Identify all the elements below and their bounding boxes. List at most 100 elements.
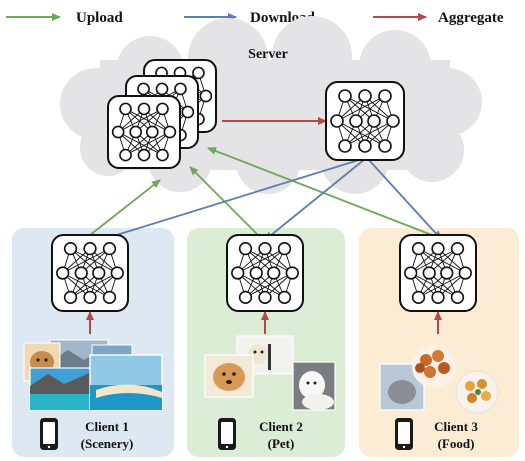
network-edge	[70, 272, 118, 298]
network-node	[277, 290, 292, 305]
network-node	[338, 139, 352, 153]
download-arrow-client-3	[367, 158, 442, 240]
client-3-domain: (Food)	[438, 436, 475, 451]
server-title: Server	[248, 47, 288, 62]
legend-upload: Upload	[6, 10, 123, 26]
dog-photo-icon	[292, 361, 336, 411]
network-node	[338, 89, 352, 103]
network-node	[411, 290, 426, 305]
network-node	[111, 125, 125, 139]
network-node	[450, 241, 465, 256]
network-node	[174, 82, 187, 96]
network-node	[145, 125, 159, 139]
client-2-domain: (Pet)	[268, 436, 295, 451]
scenery-photo-icon	[89, 354, 163, 411]
network-edge	[336, 120, 386, 147]
network-edge	[336, 95, 386, 122]
network-node	[56, 266, 70, 280]
network-node	[367, 114, 381, 128]
network-edge	[418, 248, 466, 274]
network-edge	[62, 272, 110, 298]
network-node	[102, 241, 117, 256]
network-node	[431, 290, 445, 305]
network-node	[119, 102, 132, 116]
client-1-label: Client 1 (Scenery)	[40, 418, 133, 451]
model-networks	[51, 59, 477, 312]
download-arrow-client-1	[93, 158, 363, 244]
network-node	[92, 266, 106, 280]
network-node	[231, 266, 245, 280]
smartphone-icon	[395, 418, 413, 450]
dog-photo-icon	[204, 354, 254, 398]
network-node	[458, 266, 472, 280]
network-node	[156, 102, 169, 116]
network-node	[192, 66, 205, 80]
server-global-model	[325, 81, 405, 161]
client-3-images	[379, 344, 499, 414]
scenery-photo-icon	[29, 367, 93, 411]
legend-aggregate-label: Aggregate	[438, 10, 504, 26]
network-edge	[62, 248, 110, 274]
smartphone-icon	[40, 418, 58, 450]
server-client-model-1	[107, 95, 181, 169]
network-node	[102, 290, 117, 305]
network-edge	[125, 131, 171, 156]
client-training-arrows	[86, 311, 442, 334]
upload-arrow-client-2	[189, 166, 263, 240]
network-node	[137, 82, 150, 96]
client-1-domain: (Scenery)	[81, 436, 134, 451]
food-photo-icon	[455, 370, 499, 414]
network-node	[440, 266, 454, 280]
network-node	[155, 82, 169, 96]
network-edge	[410, 272, 458, 298]
client-2-name: Client 2	[259, 419, 303, 434]
network-edge	[237, 248, 285, 274]
client-2-images	[204, 335, 336, 411]
network-node	[163, 125, 177, 139]
network-edge	[410, 248, 458, 274]
network-node	[238, 241, 253, 256]
network-node	[378, 89, 392, 103]
network-node	[74, 266, 88, 280]
network-edge	[70, 248, 118, 274]
upload-arrow-client-1	[84, 179, 161, 240]
network-node	[285, 266, 299, 280]
client-2-model	[226, 234, 304, 312]
network-node	[258, 241, 272, 256]
network-node	[137, 102, 151, 116]
network-node	[110, 266, 124, 280]
network-node	[258, 290, 272, 305]
network-edge	[245, 248, 293, 274]
client-3-label: Client 3 (Food)	[395, 418, 478, 451]
network-node	[83, 241, 97, 256]
food-photo-icon	[412, 344, 456, 388]
network-node	[404, 266, 418, 280]
client-1-images	[23, 339, 163, 411]
network-node	[199, 89, 213, 103]
network-edge	[418, 272, 466, 298]
communication-arrows	[84, 117, 442, 244]
network-node	[358, 139, 372, 153]
network-edge	[344, 120, 394, 147]
network-node	[63, 241, 78, 256]
network-node	[267, 266, 281, 280]
network-node	[378, 139, 392, 153]
network-node	[422, 266, 436, 280]
network-node	[330, 114, 344, 128]
network-node	[181, 105, 195, 119]
legend-upload-label: Upload	[76, 10, 123, 26]
network-node	[411, 241, 426, 256]
network-edge	[117, 108, 163, 133]
network-node	[386, 114, 400, 128]
network-edge	[237, 272, 285, 298]
client-1-name: Client 1	[85, 419, 129, 434]
network-node	[156, 148, 169, 162]
network-node	[129, 125, 143, 139]
network-edge	[344, 95, 394, 122]
smartphone-icon	[218, 418, 236, 450]
network-node	[349, 114, 363, 128]
network-edge	[245, 272, 293, 298]
network-node	[83, 290, 97, 305]
